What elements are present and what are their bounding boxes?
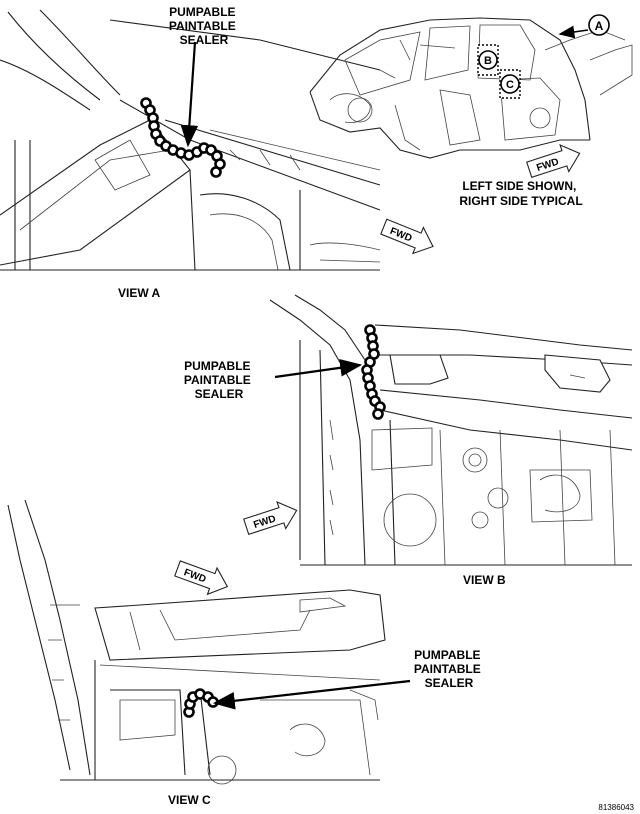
view-b-leader-arrow <box>274 359 363 379</box>
figure-id: 81386043 <box>598 803 634 812</box>
view-c-sealer-label: PUMPABLE PAINTABLE SEALER <box>414 648 484 690</box>
fwd-arrow-overview: FWD <box>526 143 581 179</box>
fwd-arrow-view-a: FWD <box>380 218 434 255</box>
callout-a: A <box>558 14 610 39</box>
vehicle-body-overview: A B C <box>309 14 633 159</box>
view-b-title: VIEW B <box>463 573 506 587</box>
view-c-leader-arrow <box>212 679 411 710</box>
view-c-sealer-bead <box>183 688 219 718</box>
svg-text:B: B <box>484 55 492 67</box>
view-a-drawing <box>0 9 381 271</box>
view-c-title: VIEW C <box>168 793 211 807</box>
view-a-title: VIEW A <box>118 286 161 300</box>
fwd-arrow-view-b: FWD <box>243 500 298 536</box>
svg-text:C: C <box>506 79 514 91</box>
view-a-sealer-bead <box>140 97 226 178</box>
callout-c: C <box>499 69 521 99</box>
view-b-drawing <box>269 294 633 566</box>
view-a-leader-arrow <box>180 41 199 148</box>
view-b-sealer-label: PUMPABLE PAINTABLE SEALER <box>184 359 254 401</box>
view-c-drawing <box>7 499 411 785</box>
fwd-arrow-view-c: FWD <box>174 560 229 596</box>
orientation-note: LEFT SIDE SHOWN, RIGHT SIDE TYPICAL <box>459 179 582 208</box>
view-b-sealer-bead <box>361 324 386 420</box>
callout-b: B <box>477 44 499 76</box>
view-a-sealer-label: PUMPABLE PAINTABLE SEALER <box>169 5 239 47</box>
svg-text:A: A <box>595 19 604 33</box>
